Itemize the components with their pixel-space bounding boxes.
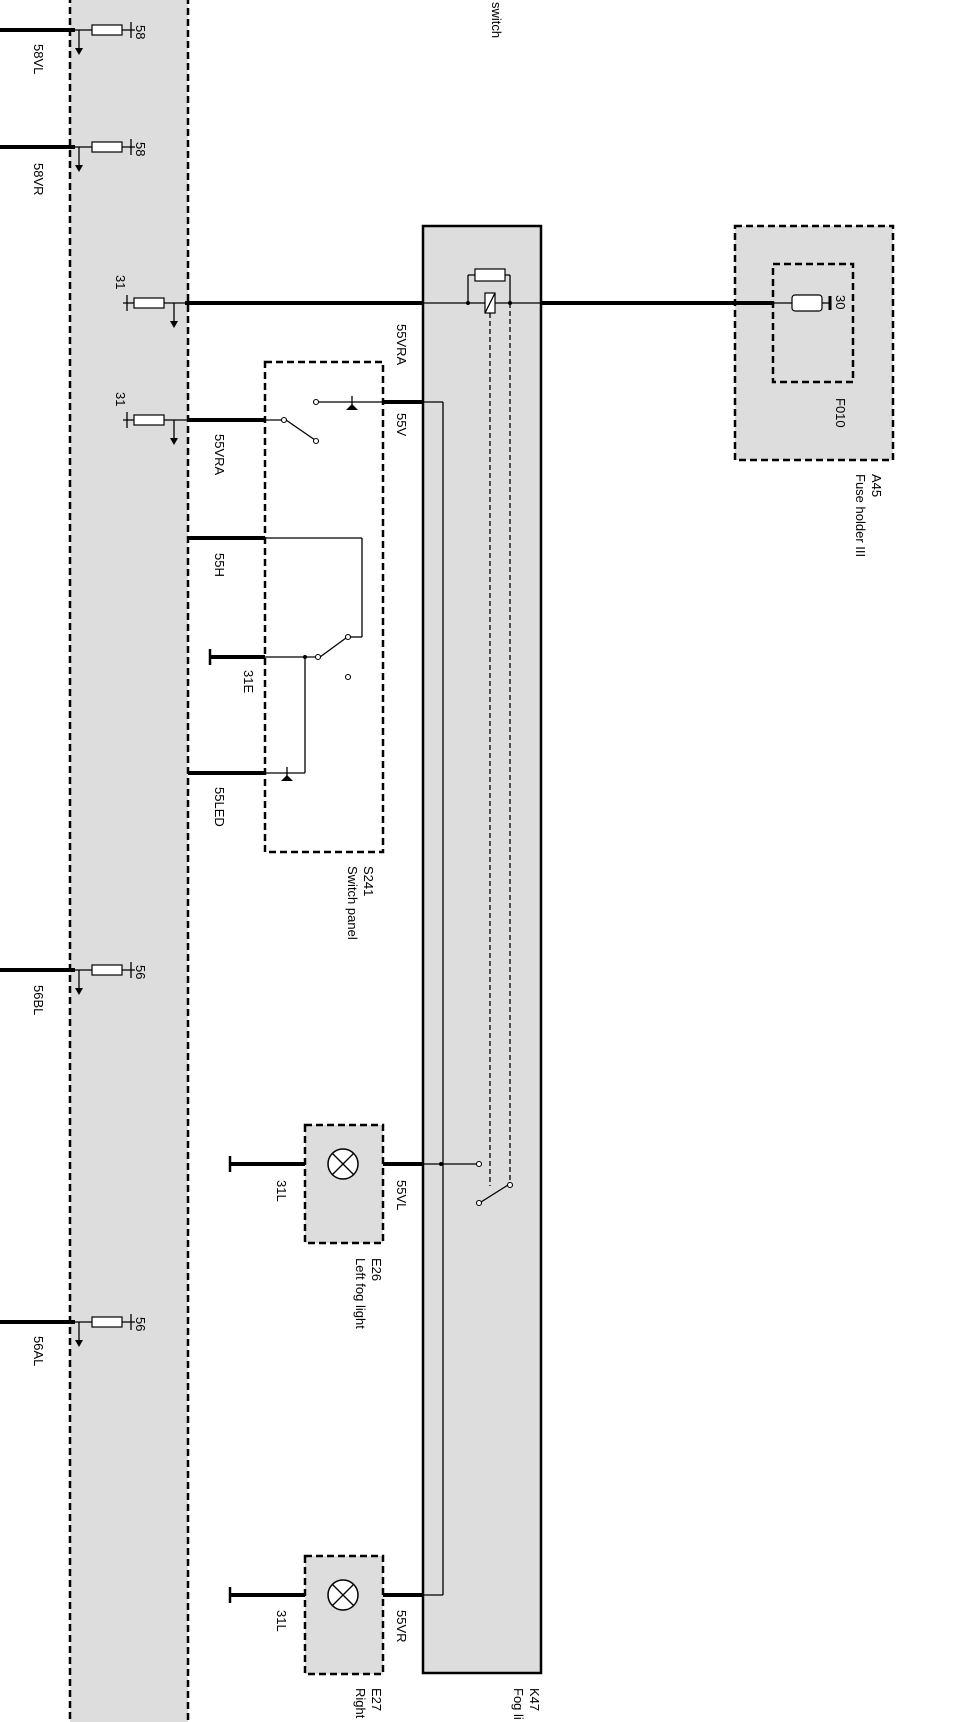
left-fog-lamp-icon [327,1148,359,1180]
relay-box-k47 [421,224,543,1675]
wire-55vra-left: 55VRA [212,434,227,476]
relay-internals [383,268,541,1596]
wire-58vl: 58VL [31,44,46,74]
pin-58-a: 58 [133,25,148,39]
switch-panel-name: Switch panel [345,866,360,940]
right-fog-light-box [303,1554,385,1676]
pin-56-b: 56 [133,1317,148,1331]
left-module-resistors [75,22,188,1347]
switch-panel-code: S241 [361,866,376,896]
fuse-pin-30: 30 [833,295,848,309]
labels: switch 58 58 56 56 31 31 58VL 58VR 56BL … [31,2,884,1720]
fuse-holder-name: Fuse holder III [853,474,868,557]
relay-name: Fog li [511,1688,526,1720]
pin-31-b: 31 [113,392,128,406]
fuse-f010-label: F010 [833,398,848,428]
light-switch-module [68,0,190,1722]
wire-55v: 55V [394,413,409,436]
right-fog-wire-ground: 31L [274,1610,289,1632]
right-fog-code: E27 [369,1688,384,1711]
pin-58-b: 58 [133,142,148,156]
left-fog-name: Left fog light [353,1258,368,1329]
fuse-holder-code: A45 [869,474,884,497]
pin-31-a: 31 [113,275,128,289]
right-fog-lamp-icon [327,1579,359,1611]
pin-56-a: 56 [133,965,148,979]
wire-58vr: 58VR [31,163,46,196]
left-fog-code: E26 [369,1258,384,1281]
relay-code: K47 [527,1688,542,1711]
ground-symbols [208,649,232,1603]
fuse-holder-box [733,224,895,462]
wire-55h: 55H [212,553,227,577]
top-switch-label: switch [489,2,504,38]
wire-55vra-top: 55VRA [394,324,409,366]
left-fog-light-box [303,1123,385,1245]
wire-56bl: 56BL [31,985,46,1015]
right-fog-name: Right [353,1688,368,1719]
fuse-f010 [773,294,832,312]
right-fog-wire-in: 55VR [394,1610,409,1643]
switch-panel-box [263,360,385,854]
left-fog-wire-ground: 31L [274,1180,289,1202]
switch-panel-internals [265,396,383,781]
wire-56al: 56AL [31,1336,46,1366]
left-fog-wire-in: 55VL [394,1180,409,1210]
wire-55led: 55LED [212,787,227,827]
wire-31e: 31E [241,670,256,693]
